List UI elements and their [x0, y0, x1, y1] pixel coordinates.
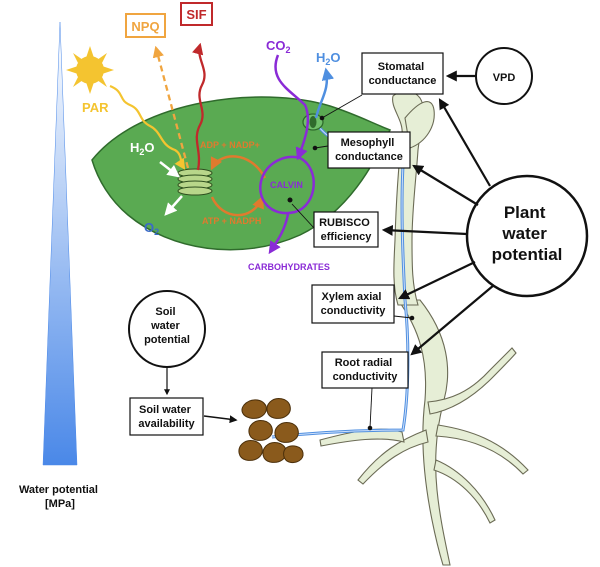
par-arrow [109, 84, 186, 170]
par-label: PAR [82, 100, 109, 115]
svg-text:NPQ: NPQ [131, 19, 159, 34]
sun-icon [66, 46, 114, 94]
sif-arrow [192, 42, 206, 171]
sif-badge: SIF [180, 2, 213, 26]
h2o-transpiration-arrow [314, 67, 335, 119]
svg-text:Soil water potenti: Soil water potential [144, 306, 190, 346]
svg-text:RUBISCO efficiency: RUBISCO efficiency [319, 217, 373, 243]
h2o-in-arrow [159, 161, 180, 178]
adp-nadp-label: ADP + NADP+ [200, 140, 260, 150]
svg-text:Root radial conductivity: Root radial conductivity [333, 357, 399, 383]
co2-arrow [274, 54, 310, 161]
stoma-dot [319, 115, 325, 121]
svg-text:Stomatal conductance: Stomatal conductance [369, 61, 437, 87]
leaf-bud [404, 101, 435, 149]
atp-arrow [210, 195, 264, 217]
h2o-leaf-label: H2O [130, 140, 155, 157]
root-dot [367, 425, 373, 431]
svg-text:Xylem axial conductivity: Xylem axial conductivity [321, 291, 387, 317]
svg-text:Soil water availability: Soil water availability [138, 404, 195, 430]
carbohydrates-label: CARBOHYDRATES [248, 262, 330, 272]
npq-badge: NPQ [125, 13, 166, 38]
influence-arrows [164, 70, 495, 424]
npq-arrow [152, 45, 190, 169]
svg-text:SIF: SIF [186, 7, 206, 22]
thylakoid-stack [177, 168, 213, 196]
rubisco-efficiency-box: RUBISCO efficiency [313, 211, 379, 248]
calvin-dot [287, 197, 293, 203]
svg-text:Plant water potent: Plant water potential [492, 203, 563, 264]
calvin-cycle-circle [259, 155, 315, 215]
xylem-axial-conductivity-box: Xylem axial conductivity [311, 284, 395, 324]
adp-arrow [210, 155, 267, 179]
o2-out-arrow [164, 195, 183, 216]
plant-water-potential-circle: Plant water potential [465, 174, 589, 298]
svg-text:Mesophyll conductance: Mesophyll conductance [335, 137, 403, 163]
soil-water-availability-box: Soil water availability [129, 397, 204, 436]
o2-label: O2 [144, 220, 159, 237]
mesophyll-dot [312, 145, 318, 151]
soil-water-potential-circle: Soil water potential [128, 290, 206, 368]
mesophyll-conductance-box: Mesophyll conductance [327, 131, 411, 169]
vpd-circle: VPD [475, 47, 533, 105]
calvin-label: CALVIN [270, 180, 303, 190]
root-radial-conductivity-box: Root radial conductivity [321, 351, 409, 389]
leader-lines [291, 94, 413, 429]
soil-particles [238, 398, 304, 463]
atp-nadph-label: ATP + NADPH [202, 216, 261, 226]
water-potential-gradient [42, 21, 78, 466]
carbohydrates-arrow [268, 213, 290, 255]
co2-label: CO2 [266, 38, 291, 55]
roots [319, 299, 529, 566]
h2o-top-label: H2O [316, 50, 341, 67]
water-potential-axis-label: Water potential [MPa] [19, 484, 101, 510]
stomatal-conductance-box: Stomatal conductance [361, 52, 444, 95]
svg-text:VPD: VPD [493, 72, 516, 84]
xylem-dot [409, 315, 415, 321]
